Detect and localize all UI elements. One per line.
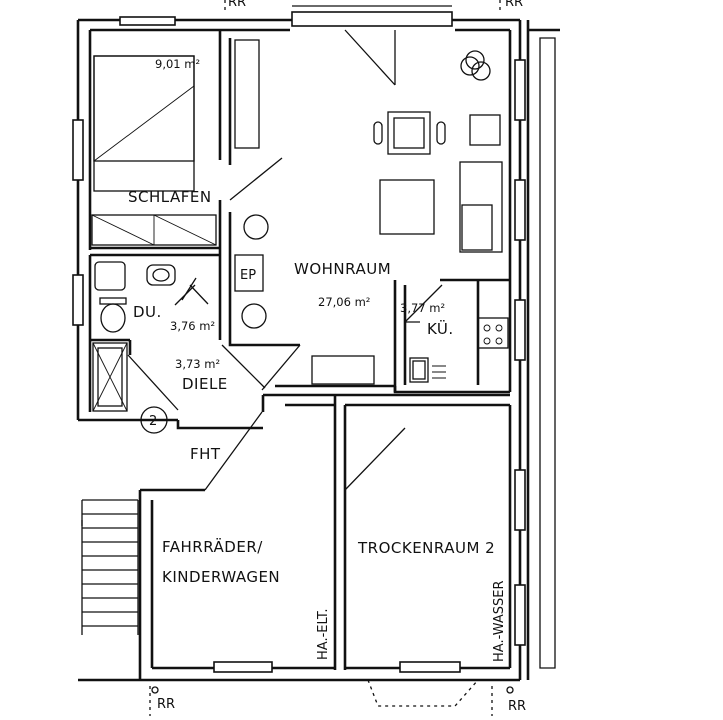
ha-wasser-label: HA.-WASSER <box>492 580 507 662</box>
fahrraeder-label-line1: FAHRRÄDER/ <box>162 537 263 556</box>
dusche-area: 3,76 m² <box>170 319 215 333</box>
ep-label: EP <box>240 268 256 283</box>
schlafen-label: SCHLAFEN <box>128 188 212 206</box>
kueche-area: 3,77 m² <box>400 301 445 315</box>
trockenraum-label: TROCKENRAUM 2 <box>357 539 495 557</box>
unit-marker <box>140 406 168 434</box>
kueche-label: KÜ. <box>427 319 454 338</box>
rr-top-left: RR <box>228 0 246 10</box>
fht-label: FHT <box>190 445 221 463</box>
diele-label: DIELE <box>182 375 228 393</box>
rr-bottom-right: RR <box>508 699 526 714</box>
diele-area: 3,73 m² <box>175 357 220 371</box>
rr-top-right: RR <box>505 0 523 10</box>
furniture <box>81 0 509 716</box>
schlafen-area: 9,01 m² <box>155 57 200 71</box>
rr-bottom-left: RR <box>157 697 175 712</box>
doors <box>127 29 479 707</box>
unit-number: 2 <box>149 414 157 429</box>
wohnraum-label: WOHNRAUM <box>294 260 391 278</box>
windows <box>72 5 526 673</box>
wohnraum-area: 27,06 m² <box>318 295 370 309</box>
dusche-label: DU. <box>133 303 162 321</box>
ha-elt-label: HA.-ELT. <box>316 609 331 660</box>
fahrraeder-label-line2: KINDERWAGEN <box>162 568 280 586</box>
